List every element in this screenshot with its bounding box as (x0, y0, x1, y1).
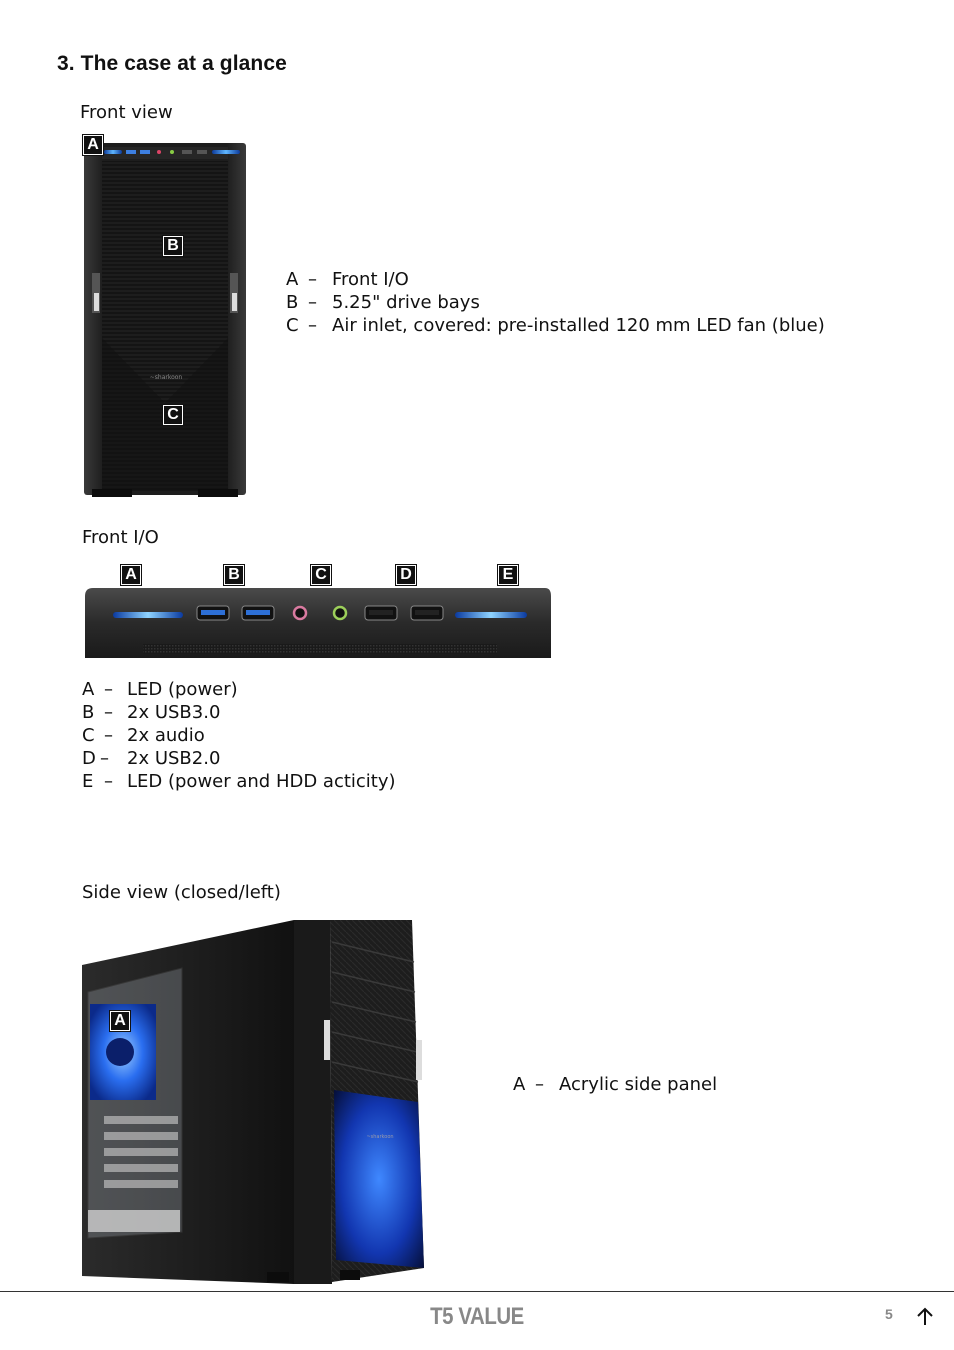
legend-desc: 2x USB3.0 (127, 702, 221, 723)
front-io-label: Front I/O (82, 527, 159, 548)
page-number: 5 (885, 1306, 893, 1322)
front-io-badge-a: A (120, 564, 142, 586)
legend-row: A – Acrylic side panel (513, 1073, 717, 1096)
legend-desc: LED (power) (127, 679, 238, 700)
footer-brand: T5 VALUE (430, 1303, 524, 1330)
legend-key: E (82, 771, 94, 792)
svg-text:~sharkoon: ~sharkoon (150, 374, 183, 381)
front-io-badge-c: C (310, 564, 332, 586)
front-view-label: Front view (80, 102, 173, 123)
front-view-badge-c: C (162, 404, 184, 426)
side-view-image: ~sharkoon (82, 920, 427, 1284)
section-heading: 3. The case at a glance (57, 52, 287, 75)
legend-sep: – (104, 679, 113, 700)
legend-desc: 2x audio (127, 725, 205, 746)
legend-key: A (82, 679, 95, 700)
front-io-legend: A – LED (power) B – 2x USB3.0 C – 2x aud… (82, 678, 396, 793)
side-view-legend: A – Acrylic side panel (513, 1073, 717, 1096)
legend-sep: – (308, 292, 317, 313)
legend-row: C – Air inlet, covered: pre-installed 12… (286, 314, 825, 337)
legend-desc: Front I/O (332, 269, 409, 290)
front-view-legend: A – Front I/O B – 5.25" drive bays C – A… (286, 268, 825, 337)
front-io-badge-d: D (395, 564, 417, 586)
svg-text:~sharkoon: ~sharkoon (366, 1134, 393, 1140)
legend-row: D – 2x USB2.0 (82, 747, 396, 770)
legend-key: B (286, 292, 299, 313)
footer-divider (0, 1291, 954, 1292)
legend-desc: Acrylic side panel (559, 1074, 718, 1095)
front-view-badge-b: B (162, 235, 184, 257)
legend-sep: – (308, 315, 317, 336)
legend-sep: – (104, 702, 113, 723)
legend-key: A (286, 269, 299, 290)
legend-row: E – LED (power and HDD acticity) (82, 770, 396, 793)
side-view-badge-a: A (109, 1010, 131, 1032)
legend-desc: Air inlet, covered: pre-installed 120 mm… (332, 315, 825, 336)
legend-key: D (82, 748, 96, 769)
front-io-badge-e: E (497, 564, 519, 586)
front-io-image (85, 588, 553, 658)
legend-row: B – 5.25" drive bays (286, 291, 825, 314)
legend-row: B – 2x USB3.0 (82, 701, 396, 724)
legend-sep: – (535, 1074, 544, 1095)
legend-key: C (82, 725, 95, 746)
legend-desc: 2x USB2.0 (127, 748, 221, 769)
legend-desc: LED (power and HDD acticity) (127, 771, 396, 792)
front-view-badge-a: A (82, 134, 104, 156)
legend-sep: – (308, 269, 317, 290)
legend-sep: – (104, 725, 113, 746)
legend-key: B (82, 702, 95, 723)
legend-row: C – 2x audio (82, 724, 396, 747)
legend-sep: – (104, 771, 113, 792)
arrow-up-icon[interactable] (914, 1306, 936, 1328)
legend-key: A (513, 1074, 526, 1095)
side-view-label: Side view (closed/left) (82, 882, 281, 903)
legend-row: A – Front I/O (286, 268, 825, 291)
front-io-badge-b: B (223, 564, 245, 586)
legend-key: C (286, 315, 299, 336)
legend-row: A – LED (power) (82, 678, 396, 701)
legend-desc: 5.25" drive bays (332, 292, 480, 313)
legend-sep: – (100, 748, 109, 769)
front-view-image: ~sharkoon (80, 133, 250, 498)
